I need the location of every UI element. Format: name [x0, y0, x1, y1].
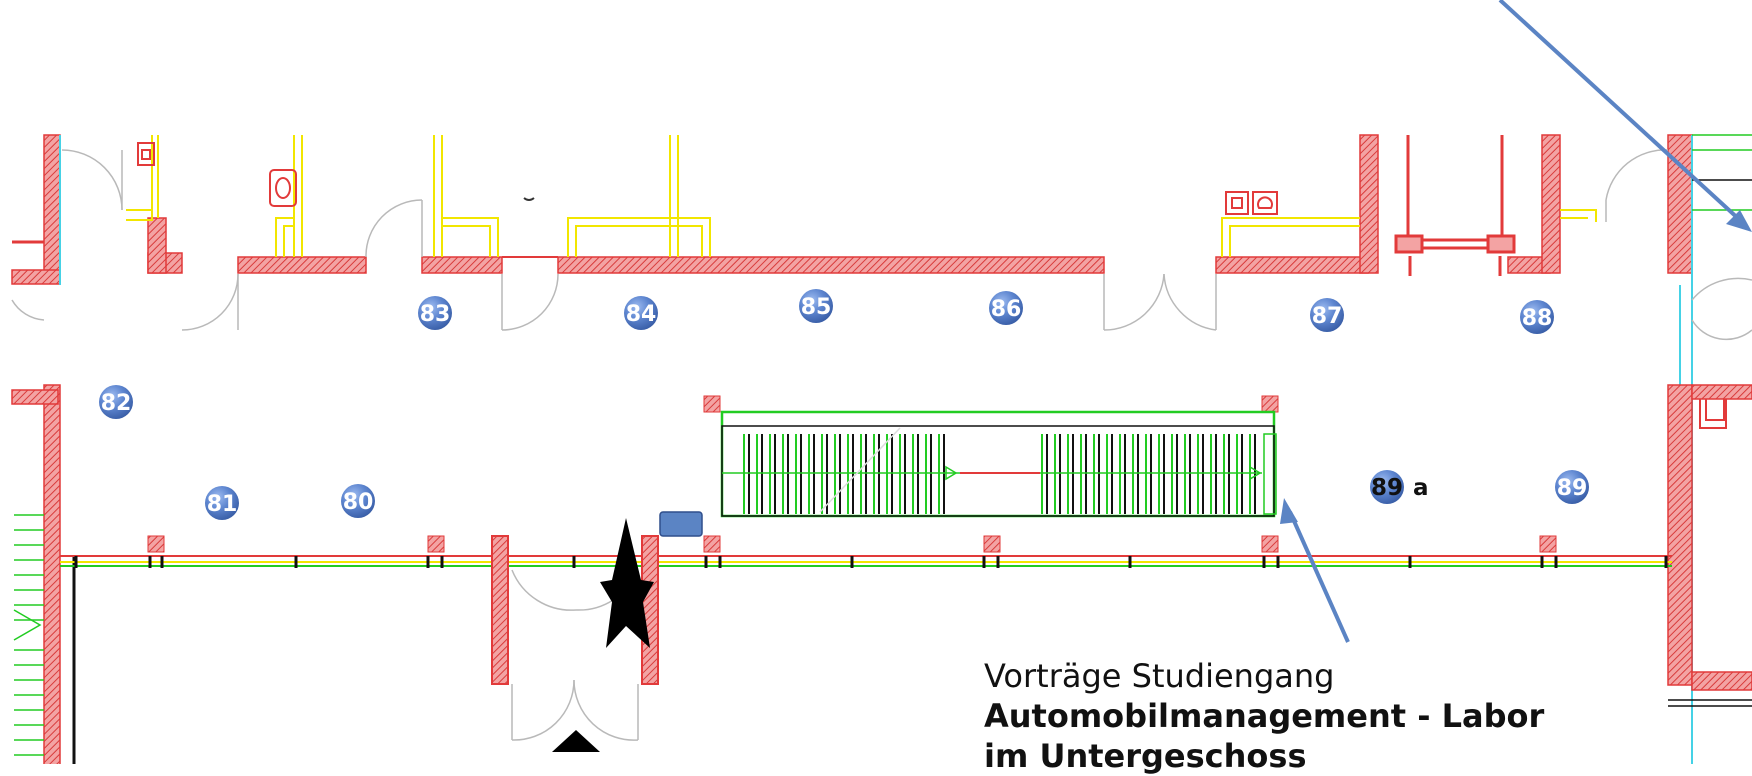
room-number: 82	[101, 391, 132, 416]
room-marker-89: 89	[1555, 470, 1589, 504]
corridor-ticks	[74, 556, 1668, 568]
room-number: 89	[1557, 476, 1588, 501]
room-number: 85	[801, 295, 832, 320]
room-number: 81	[207, 492, 238, 517]
right-wall	[1667, 384, 1752, 691]
marker-circle	[624, 296, 658, 330]
marker-circle	[1555, 470, 1589, 504]
columns	[147, 395, 1557, 553]
room-marker-81: 81	[205, 486, 239, 520]
room-marker-83: 83	[418, 296, 452, 330]
room-marker-82: 82	[99, 385, 133, 419]
marker-circle	[418, 296, 452, 330]
room-number: 88	[1522, 306, 1553, 331]
marker-circle	[1520, 300, 1554, 334]
room-marker-80: 80	[341, 484, 375, 518]
marker-circle	[99, 385, 133, 419]
marker-circle	[799, 289, 833, 323]
room-number: 84	[626, 302, 657, 327]
small-mark	[523, 197, 535, 201]
left-stair-lines	[13, 514, 44, 756]
caption-line-1: Vorträge Studiengang	[984, 657, 1335, 695]
caption: Vorträge Studiengang Automobilmanagement…	[984, 656, 1545, 775]
room-number: 87	[1312, 304, 1343, 329]
right-edge-lines	[1668, 134, 1752, 707]
yellow-fixtures	[126, 135, 1597, 257]
triangle-up-icon	[552, 730, 600, 752]
caption-line-3: im Untergeschoss	[984, 737, 1307, 775]
upper-wall	[11, 134, 1693, 285]
room-number: 83	[420, 302, 451, 327]
caption-line-2: Automobilmanagement - Labor	[984, 697, 1545, 735]
sink-icons	[137, 142, 1727, 429]
room-number: 89	[1371, 475, 1403, 501]
blue-rectangle-icon	[659, 511, 703, 537]
room-suffix: a	[1413, 475, 1429, 501]
marker-circle	[1310, 298, 1344, 332]
elevator-frame	[1394, 135, 1516, 276]
door-arcs	[11, 149, 1752, 341]
room-marker-85: 85	[799, 289, 833, 323]
room-marker-87: 87	[1310, 298, 1344, 332]
entrance-pillars	[491, 535, 659, 685]
pointer-arrows	[1280, 0, 1752, 643]
room-marker-84: 84	[624, 296, 658, 330]
room-marker-88: 88	[1520, 300, 1554, 334]
room-number: 80	[343, 490, 374, 515]
room-marker-89a: 89 a	[1370, 470, 1429, 504]
marker-circle	[341, 484, 375, 518]
star-icon	[600, 518, 654, 648]
marker-circle	[1370, 470, 1404, 504]
left-wall	[11, 384, 76, 764]
marker-circle	[205, 486, 239, 520]
corridor-lower-lines	[60, 555, 1672, 567]
room-marker-86: 86	[989, 291, 1023, 325]
staircase	[720, 410, 1277, 518]
marker-circle	[989, 291, 1023, 325]
room-number: 86	[991, 297, 1022, 322]
